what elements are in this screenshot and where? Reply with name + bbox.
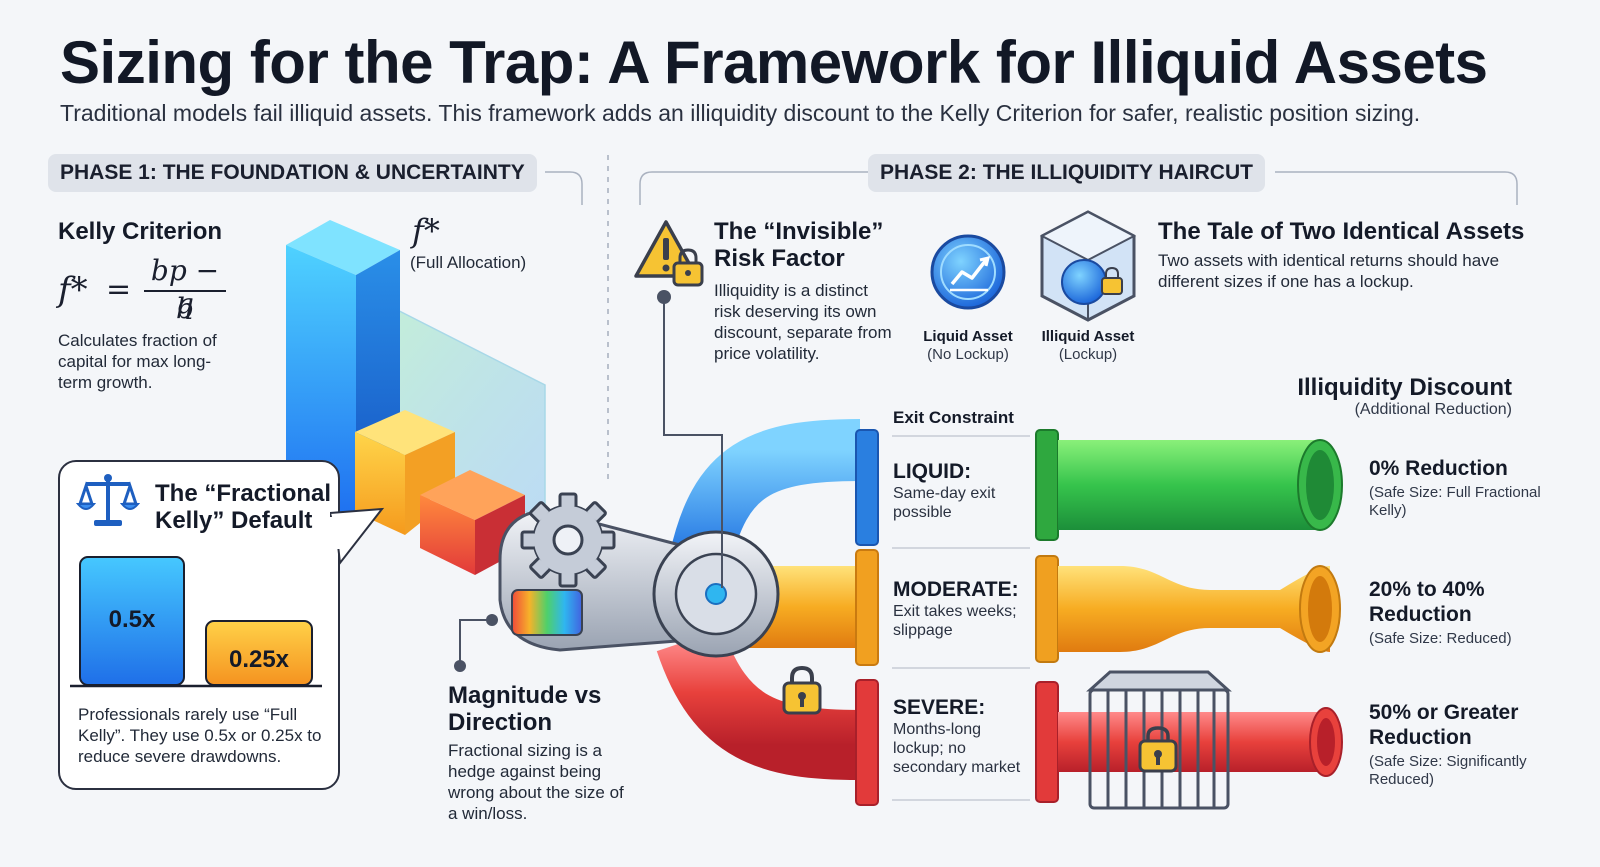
exit-constraint-header: Exit Constraint [893,408,1014,427]
reduction-severe-safe: (Safe Size: Significantly Reduced) [1369,753,1527,788]
liquid-asset-caption: Liquid Asset (No Lockup) [912,328,1024,364]
illiquid-asset-name: Illiquid Asset [1041,328,1135,345]
magnitude-description: Fractional sizing is a hedge against bei… [448,741,624,823]
page-subtitle: Traditional models fail illiquid assets.… [60,100,1421,126]
level-moderate-desc: Exit takes weeks; slippage [893,603,1017,639]
bar-label-half: 0.5x [108,606,156,633]
reduction-liquid-safe: (Safe Size: Full Fractional Kelly) [1369,484,1541,519]
illiquid-asset-caption: Illiquid Asset (Lockup) [1032,328,1144,364]
reduction-liquid: 0% Reduction (Safe Size: Full Fractional… [1369,456,1544,520]
formula-numerator: bp − q [150,254,220,320]
illiquidity-discount-header: Illiquidity Discount (Additional Reducti… [1200,374,1512,419]
phase1-label: PHASE 1: THE FOUNDATION & UNCERTAINTY [48,154,537,192]
discount-subtitle: (Additional Reduction) [1354,401,1512,418]
formula-bar [144,290,226,292]
formula-lhs: f* [58,270,88,310]
kelly-title: Kelly Criterion [58,218,223,245]
page-title: Sizing for the Trap: A Framework for Ill… [60,29,1488,96]
reduction-moderate-safe: (Safe Size: Reduced) [1369,630,1512,647]
full-allocation-label: (Full Allocation) [410,253,527,272]
reduction-moderate: 20% to 40% Reduction (Safe Size: Reduced… [1369,577,1544,648]
scales-icon [76,474,140,526]
reduction-severe-title: 50% or Greater Reduction [1369,701,1519,749]
discount-title: Illiquidity Discount [1297,374,1512,401]
fractional-bar-chart [70,556,322,688]
level-liquid: LIQUID: Same-day exit possible [893,460,1028,522]
bar-label-quarter: 0.25x [228,646,290,673]
liquid-asset-name: Liquid Asset [923,328,1013,345]
formula-equals: = [106,272,132,307]
full-allocation-symbol: f* [412,212,440,250]
level-severe-desc: Months-long lockup; no secondary market [893,721,1021,776]
fractional-kelly-title: The “Fractional Kelly” Default [155,480,332,534]
formula-denominator: b [176,292,194,325]
level-severe-name: SEVERE: [893,696,986,719]
magnitude-title: Magnitude vs Direction [448,682,602,736]
level-severe: SEVERE: Months-long lockup; no secondary… [893,696,1028,777]
fractional-kelly-description: Professionals rarely use “Full Kelly”. T… [78,705,322,766]
kelly-formula: f* = bp − q b [58,254,258,328]
tale-description: Two assets with identical returns should… [1158,251,1500,291]
callout-tail [330,507,385,566]
level-liquid-name: LIQUID: [893,460,972,483]
level-moderate: MODERATE: Exit takes weeks; slippage [893,578,1028,640]
invisible-risk-description: Illiquidity is a distinct risk deserving… [714,281,892,363]
kelly-description: Calculates fraction of capital for max l… [58,331,217,392]
reduction-liquid-title: 0% Reduction [1369,457,1508,480]
tale-title: The Tale of Two Identical Assets [1158,218,1525,245]
illiquid-asset-sub: (Lockup) [1058,346,1118,363]
invisible-risk-title: The “Invisible” Risk Factor [714,218,884,272]
phase2-label: PHASE 2: THE ILLIQUIDITY HAIRCUT [868,154,1265,192]
reduction-severe: 50% or Greater Reduction (Safe Size: Sig… [1369,700,1549,789]
level-moderate-name: MODERATE: [893,578,1019,601]
liquid-asset-sub: (No Lockup) [927,346,1009,363]
reduction-moderate-title: 20% to 40% Reduction [1369,578,1485,626]
level-liquid-desc: Same-day exit possible [893,485,996,521]
